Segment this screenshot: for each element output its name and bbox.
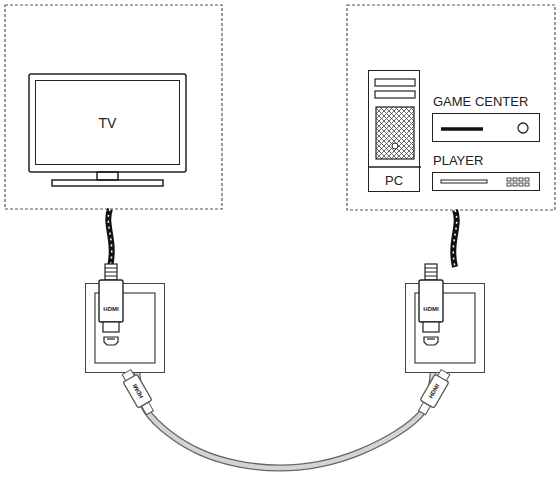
game-console: GAME CENTER (432, 113, 540, 142)
device-label: PC (385, 174, 403, 187)
device-detail (406, 284, 486, 374)
hdmi-cable (137, 373, 433, 468)
media-player: PLAYER (432, 172, 540, 191)
hdmi-wall-socket: HDMIHDMI (405, 283, 485, 373)
device-label: GAME CENTER (433, 95, 528, 108)
plug-label: HDMI (423, 306, 438, 312)
device-detail (433, 114, 541, 143)
hdmi-cable-source (453, 210, 456, 267)
tv-area-frame (5, 5, 222, 209)
source-area-frame (347, 5, 555, 210)
device-detail (433, 173, 541, 192)
pc-tower: PC (368, 70, 420, 192)
tv-screen: TV (35, 80, 180, 165)
cable-core (137, 373, 433, 468)
device-detail (86, 284, 166, 374)
hdmi-cable-tv (108, 209, 111, 267)
hdmi-wall-socket: HDMIHDMI (85, 283, 165, 373)
device-label: PLAYER (433, 154, 483, 167)
device-label: TV (99, 116, 117, 130)
plug-label: HDMI (103, 306, 118, 312)
cable-outline (137, 373, 433, 468)
tv-monitor (29, 74, 186, 186)
